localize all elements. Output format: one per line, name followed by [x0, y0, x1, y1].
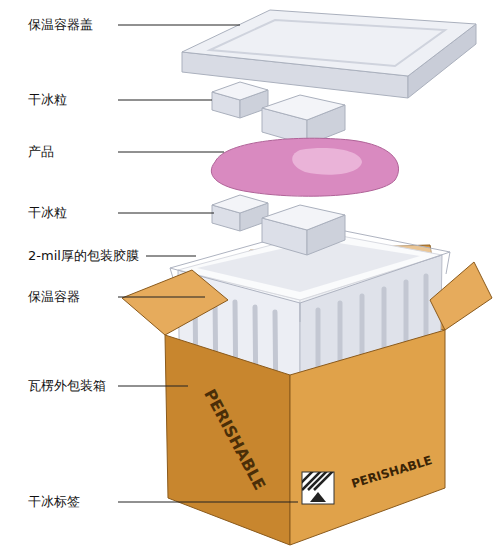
part-label: 保温容器盖 — [28, 17, 93, 33]
part-label: 干冰标签 — [28, 494, 80, 510]
part-label: 干冰粒 — [28, 92, 67, 108]
part-label: 瓦楞外包装箱 — [28, 378, 106, 394]
part-label: 产品 — [28, 144, 54, 160]
part-label: 干冰粒 — [28, 205, 67, 221]
part-label: 保温容器 — [28, 289, 80, 305]
part-label: 2-mil厚的包装胶膜 — [28, 248, 139, 264]
